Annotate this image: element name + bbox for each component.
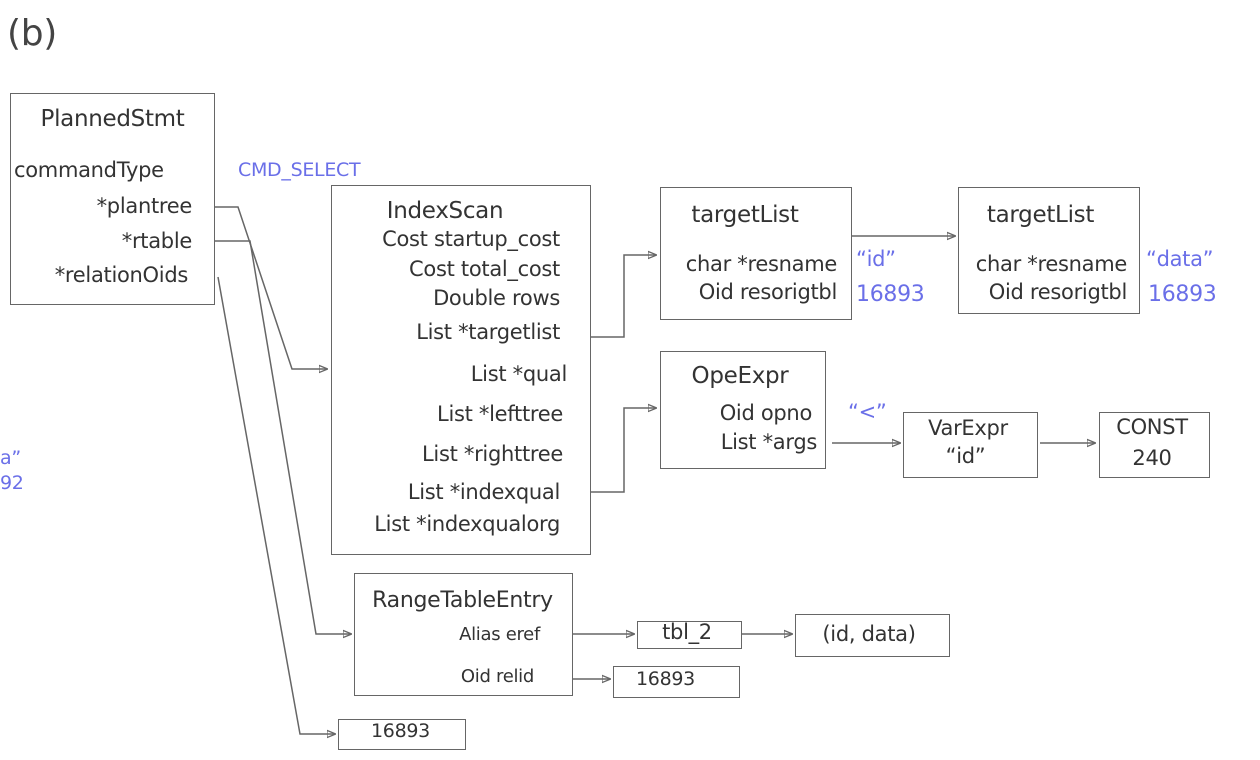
plantree-arrow bbox=[212, 206, 327, 369]
left-partial-text-1: a” bbox=[0, 447, 21, 469]
ope-expr-args: List *args bbox=[720, 430, 818, 454]
rtable-arrow bbox=[212, 240, 351, 634]
field-total-cost: Cost total_cost bbox=[409, 257, 560, 281]
target-list-1-resorigtbl-value: 16893 bbox=[856, 282, 925, 307]
figure-label: (b) bbox=[7, 13, 58, 54]
relation-oid-box bbox=[338, 719, 466, 750]
index-scan-title: IndexScan bbox=[386, 198, 504, 224]
target-list-2-resorigtbl: Oid resorigtbl bbox=[988, 280, 1128, 304]
indexqual-arrow bbox=[582, 408, 656, 493]
ope-expr-title: OpeExpr bbox=[691, 363, 789, 389]
var-expr-box bbox=[903, 412, 1038, 478]
rte-field-relid: Oid relid bbox=[460, 666, 534, 687]
planned-stmt-box bbox=[10, 93, 215, 305]
alias-name-text: tbl_2 bbox=[662, 620, 712, 644]
index-scan-box bbox=[331, 185, 591, 555]
alias-cols-text: (id, data) bbox=[822, 622, 916, 646]
target-list-2-title: targetList bbox=[986, 202, 1095, 228]
target-list-1-box bbox=[660, 187, 852, 320]
planned-stmt-title: PlannedStmt bbox=[40, 106, 185, 132]
field-rtable: *rtable bbox=[121, 229, 193, 253]
alias-cols-box bbox=[795, 614, 950, 657]
field-command-type: commandType bbox=[14, 158, 164, 182]
field-indexqualorg: List *indexqualorg bbox=[374, 512, 560, 536]
target-list-1-resname-value: “id” bbox=[856, 247, 896, 271]
relation-oids-arrow bbox=[217, 276, 335, 734]
field-startup-cost: Cost startup_cost bbox=[382, 227, 560, 251]
var-expr-value: “id” bbox=[945, 444, 986, 468]
target-list-1-resname: char *resname bbox=[685, 252, 838, 276]
target-list-2-box bbox=[958, 187, 1140, 314]
target-list-2-resorigtbl-value: 16893 bbox=[1148, 282, 1217, 307]
field-rows: Double rows bbox=[433, 286, 560, 310]
range-table-entry-title: RangeTableEntry bbox=[372, 588, 553, 613]
const-title: CONST bbox=[1116, 415, 1188, 439]
target-list-2-resname-value: “data” bbox=[1146, 247, 1214, 271]
range-table-entry-box bbox=[354, 573, 573, 696]
relid-value-text: 16893 bbox=[636, 668, 695, 690]
ope-expr-opno-value: “<” bbox=[848, 400, 887, 424]
const-value: 240 bbox=[1132, 446, 1172, 470]
ope-expr-opno: Oid opno bbox=[719, 401, 813, 425]
relation-oid-text: 16893 bbox=[371, 720, 430, 742]
target-list-1-title: targetList bbox=[691, 202, 799, 228]
target-list-1-resorigtbl: Oid resorigtbl bbox=[698, 280, 838, 304]
field-lefttree: List *lefttree bbox=[437, 402, 563, 426]
field-indexqual: List *indexqual bbox=[407, 480, 560, 504]
targetlist-arrow bbox=[582, 255, 656, 338]
alias-name-box bbox=[637, 621, 742, 649]
left-partial-text-2: 92 bbox=[0, 472, 24, 494]
cmd-select-value: CMD_SELECT bbox=[238, 159, 361, 181]
target-list-2-resname: char *resname bbox=[975, 252, 1128, 276]
rte-field-eref: Alias eref bbox=[459, 624, 540, 645]
field-targetlist: List *targetlist bbox=[416, 320, 560, 344]
field-righttree: List *righttree bbox=[422, 442, 563, 466]
field-relation-oids: *relationOids bbox=[54, 263, 189, 287]
var-expr-title: VarExpr bbox=[928, 416, 1008, 440]
field-qual: List *qual bbox=[470, 362, 568, 386]
relid-value-box bbox=[613, 666, 740, 698]
const-box bbox=[1099, 412, 1210, 478]
ope-expr-box bbox=[660, 351, 826, 469]
field-plantree: *plantree bbox=[96, 194, 193, 218]
